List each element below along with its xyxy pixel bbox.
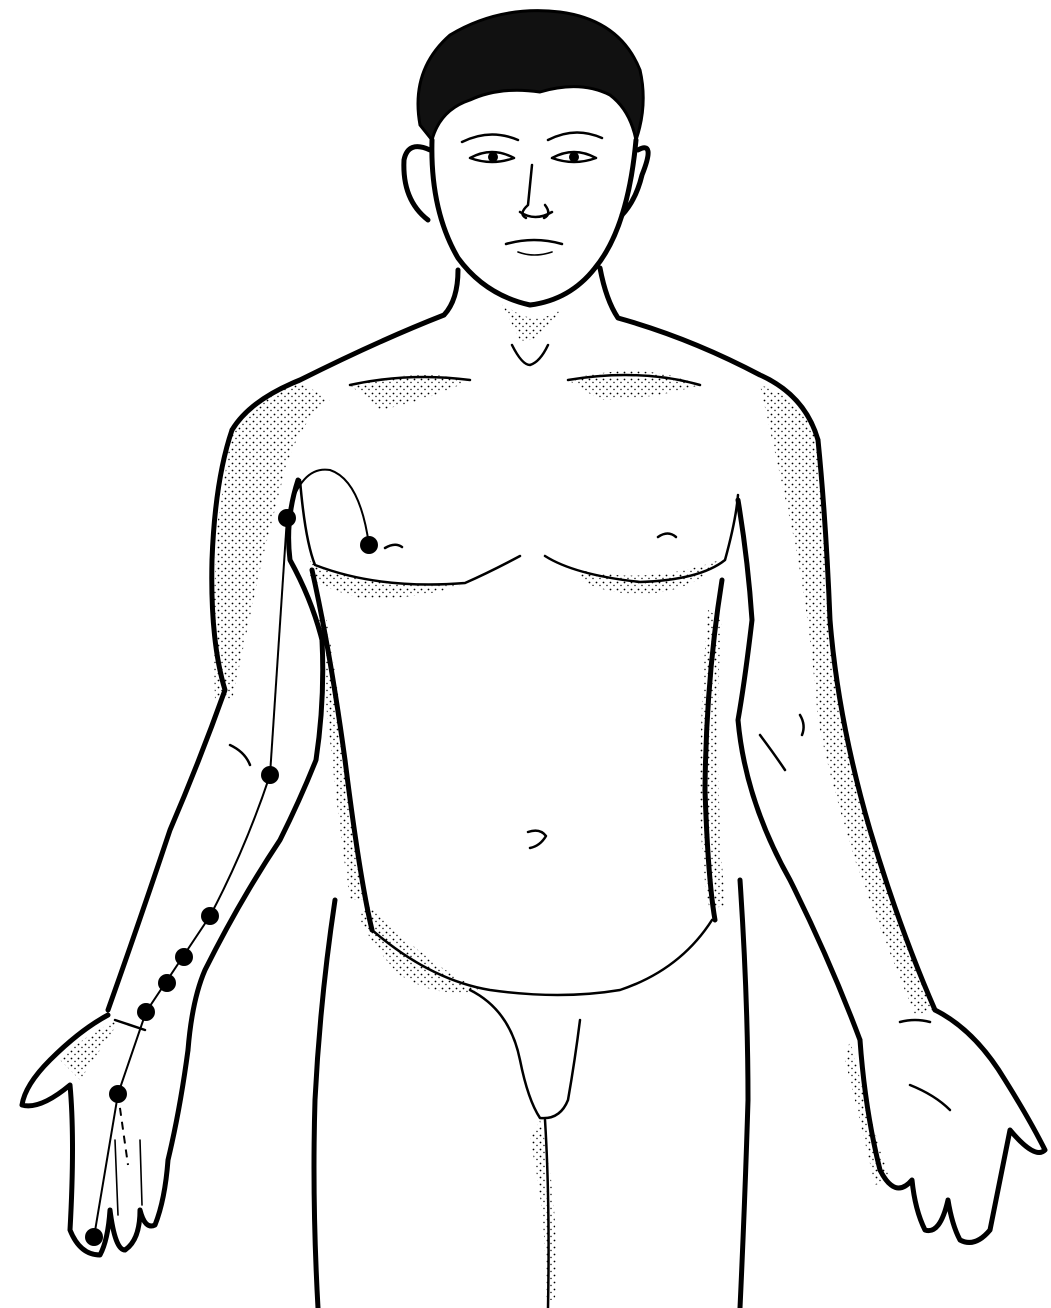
right-arm	[22, 430, 323, 1255]
fingertip-point	[85, 1228, 103, 1246]
palm-point	[109, 1085, 127, 1103]
shading	[60, 40, 935, 1300]
forearm-line	[118, 775, 270, 1094]
head	[404, 132, 648, 305]
wrist-point	[137, 1003, 155, 1021]
upper-arm-line	[270, 518, 287, 775]
torso	[232, 268, 818, 1308]
elbow-point	[261, 766, 279, 784]
forearm-point-2	[175, 948, 193, 966]
upper-arm-point	[278, 509, 296, 527]
forearm-point-3	[158, 974, 176, 992]
finger-line	[94, 1094, 118, 1237]
forearm-point-1	[201, 907, 219, 925]
left-arm	[738, 440, 1045, 1242]
hair	[418, 11, 643, 140]
chest-point	[360, 536, 378, 554]
finger-branch	[118, 1094, 128, 1165]
